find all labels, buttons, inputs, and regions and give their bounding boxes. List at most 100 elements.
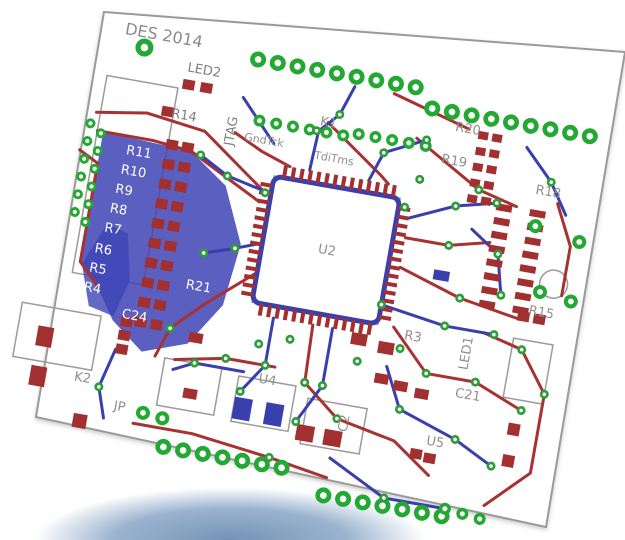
pad-hole	[273, 121, 279, 127]
via-hole	[355, 359, 359, 364]
pad-hole	[88, 121, 93, 126]
chip-pin	[243, 273, 257, 280]
via-hole	[492, 332, 496, 337]
pad-hole	[356, 131, 362, 137]
smd-pad	[472, 162, 484, 173]
smd-pad	[466, 193, 478, 204]
pad-hole	[340, 132, 346, 138]
via-hole	[97, 384, 101, 389]
chip-pin	[384, 281, 398, 288]
smd-pad	[160, 105, 175, 118]
smd-pad	[485, 258, 503, 268]
smd-pad	[491, 133, 503, 143]
pad-hole	[160, 443, 167, 451]
chip-pin	[281, 165, 289, 179]
smd-pad	[156, 279, 171, 292]
chip-pin	[389, 256, 402, 263]
top-trace	[94, 110, 267, 195]
chip-pin	[390, 247, 404, 255]
pad-hole	[418, 509, 426, 517]
label-r19: R19	[440, 152, 468, 171]
via-hole	[192, 361, 197, 365]
chip-pin	[254, 215, 267, 222]
pad-hole	[412, 83, 420, 91]
via-hole	[382, 496, 386, 500]
smd-pad	[409, 447, 423, 460]
smd-pad	[485, 164, 498, 175]
label-c21: C21	[454, 386, 482, 405]
label-c24: C24	[120, 307, 148, 326]
chip-pin	[392, 239, 405, 246]
smd-pad	[181, 78, 196, 91]
smd-pad	[294, 423, 316, 443]
pad-hole	[89, 184, 94, 189]
pad-hole	[256, 118, 263, 124]
pad-hole	[179, 447, 187, 454]
top-trace	[153, 271, 259, 358]
via-hole	[496, 252, 500, 256]
smd-pad	[350, 331, 368, 347]
label-r14: R14	[170, 106, 198, 125]
chip-pin	[396, 214, 410, 221]
chip-pin	[251, 232, 264, 239]
via-hole	[453, 204, 458, 208]
pad-hole	[566, 129, 574, 137]
smd-pad	[422, 452, 437, 465]
smd-pad	[373, 372, 390, 385]
chip-pin	[260, 181, 273, 188]
pad-hole	[95, 148, 100, 154]
label-u4: U4	[257, 372, 277, 390]
pad-hole	[82, 156, 87, 161]
chip-pin	[333, 316, 340, 330]
via-hole	[424, 371, 428, 376]
smd-pad	[144, 257, 158, 269]
label-r12: R12	[128, 123, 156, 142]
smd-pad	[483, 180, 495, 191]
chip-pin	[348, 177, 355, 190]
chip-pin	[257, 198, 270, 205]
smd-pad	[432, 269, 451, 282]
chip-pin	[299, 310, 306, 324]
smd-pad	[483, 272, 501, 282]
pad-hole	[442, 506, 448, 512]
via-hole	[397, 407, 402, 412]
chip-pin	[349, 319, 356, 333]
pad-hole	[72, 209, 77, 215]
smd-pads	[28, 78, 547, 468]
via-hole	[549, 180, 554, 185]
smd-pad	[177, 161, 192, 174]
smd-pad	[413, 387, 430, 401]
smd-pad	[149, 318, 164, 331]
chip-pin	[266, 304, 273, 318]
pad-hole	[406, 140, 412, 146]
via-hole	[288, 337, 292, 342]
pad-hole	[83, 219, 88, 225]
top-trace	[392, 325, 523, 412]
smd-pad	[469, 178, 481, 188]
smd-pad	[161, 158, 176, 171]
pad-hole	[339, 495, 347, 503]
smd-pad	[199, 81, 214, 94]
via-hole	[225, 174, 230, 178]
pad-hole	[290, 124, 296, 130]
via-hole	[314, 128, 319, 133]
smd-pad	[182, 387, 198, 400]
chip-pin	[365, 180, 372, 193]
label-led1: LED1	[456, 335, 477, 371]
via-hole	[267, 455, 271, 460]
label-r18: R18	[534, 183, 562, 202]
smd-pad	[180, 141, 195, 154]
smd-pad	[160, 259, 174, 272]
chip-pin	[290, 167, 297, 180]
pad-hole	[438, 512, 445, 520]
bottom-trace	[308, 85, 357, 172]
pad-hole	[477, 516, 483, 522]
label-r8: R8	[109, 201, 129, 219]
smd-pad	[516, 310, 531, 323]
chip-pin	[298, 168, 305, 182]
chip-pin	[324, 315, 331, 328]
chip-pin	[245, 265, 258, 272]
pad-hole	[274, 59, 282, 67]
